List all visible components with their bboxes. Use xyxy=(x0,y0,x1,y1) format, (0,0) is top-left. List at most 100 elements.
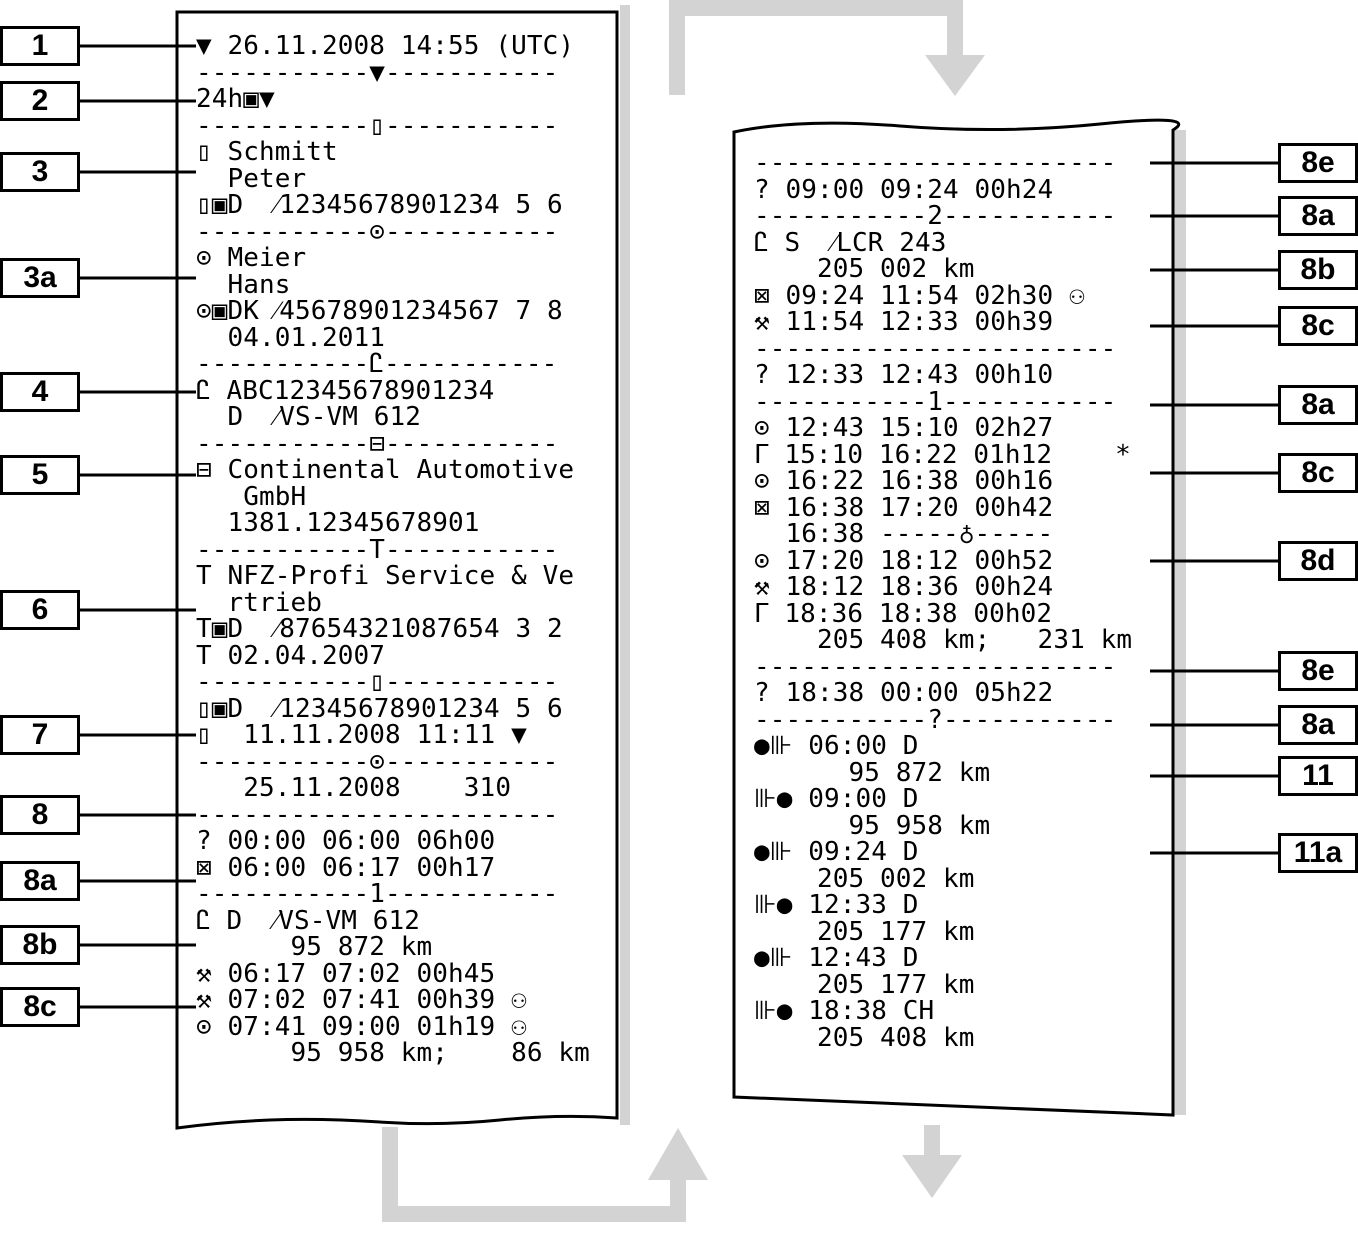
printout_right-line: ⊙ 12:43 15:10 02h27 xyxy=(754,413,1054,443)
printout_left-line: ⊠ 06:00 06:17 00h17 xyxy=(196,852,496,883)
printout_right-line: -----------1----------- xyxy=(754,386,1117,417)
printout_right-line: ? 18:38 00:00 05h22 xyxy=(754,678,1054,708)
printout_left-line: -----------⊙----------- xyxy=(196,216,559,247)
callout-right-8e: 8e xyxy=(1278,143,1358,183)
printout_left-line: Peter xyxy=(196,163,307,194)
printout_left-line: ▯▣D ⁄12345678901234 5 6 xyxy=(196,693,563,724)
printout_right-line: ⊙ 16:22 16:38 00h16 xyxy=(754,466,1054,496)
printout_right-line: ●⊪ 12:43 D xyxy=(754,943,919,973)
printout_left-line: -----------▼----------- xyxy=(196,57,559,88)
paper-left xyxy=(175,5,630,1130)
printout_right-line: ? 09:00 09:24 00h24 xyxy=(754,174,1054,205)
printout_right-line: 95 958 km xyxy=(754,810,991,841)
printout_left-line: -----------1----------- xyxy=(196,879,559,909)
callout-right-8c: 8c xyxy=(1278,306,1358,346)
printout_right-line: 205 002 km xyxy=(754,863,975,894)
callout-right-8d: 8d xyxy=(1278,541,1358,581)
flow-arrow-continue-head xyxy=(902,1155,962,1198)
printout_left-line: ▯ 11.11.2008 11:11 ▼ xyxy=(196,720,527,750)
printout_right-line: ⊪● 09:00 D xyxy=(754,784,919,814)
printout_left-line: ▼ 26.11.2008 14:55 (UTC) xyxy=(196,31,575,61)
callout-right-11a: 11a xyxy=(1278,833,1358,873)
printout_right-line: ⊠ 09:24 11:54 02h30 ⚇ xyxy=(754,280,1085,311)
printout_right-line: 205 408 km; 231 km xyxy=(754,625,1133,655)
printout_right-line: 205 177 km xyxy=(754,969,975,1000)
printout_left-line: 95 872 km xyxy=(196,932,433,962)
printout_right-line: ⊪● 12:33 D xyxy=(754,890,919,920)
callout-left-8a: 8a xyxy=(0,861,80,901)
callout-left-7: 7 xyxy=(0,715,80,755)
printout_right-line: Ꮭ S ⁄LCR 243 xyxy=(754,227,947,258)
callout-right-11: 11 xyxy=(1278,756,1358,796)
paper-right xyxy=(732,118,1186,1117)
flow-arrow-top-head xyxy=(925,55,985,96)
flow-arrow-bottom xyxy=(382,1127,686,1222)
printout_right-line: 95 872 km xyxy=(754,757,991,788)
callout-leader-lines xyxy=(80,44,1278,1009)
callout-right-8c: 8c xyxy=(1278,453,1358,493)
printout_left-line: -----------⊙----------- xyxy=(196,746,559,777)
callout-right-8a: 8a xyxy=(1278,385,1358,425)
printout_left-line: 04.01.2011 xyxy=(196,322,386,353)
printout_left-line: T 02.04.2007 xyxy=(196,640,386,671)
printout_left-line: 24h▣▼ xyxy=(196,84,275,114)
printout_right-line: ----------------------- xyxy=(754,333,1117,364)
printout_right-line: ? 12:33 12:43 00h10 xyxy=(754,360,1054,390)
printout_left-line: ? 00:00 06:00 06h00 xyxy=(196,826,496,856)
printout_left-line: Hans xyxy=(196,269,291,300)
printout-left-text: ▼ 26.11.2008 14:55 (UTC)-----------▼----… xyxy=(196,33,590,1067)
printout_left-line: -----------▯----------- xyxy=(196,667,559,697)
callout-left-2: 2 xyxy=(0,81,80,121)
printout_left-line: -----------Ꮭ----------- xyxy=(196,349,558,379)
printout_right-line: ----------------------- xyxy=(754,651,1117,682)
printout_left-line: ⊙ 07:41 09:00 01h19 ⚇ xyxy=(196,1011,527,1042)
printout_left-line: Ꮭ ABC12345678901234 xyxy=(196,375,495,406)
callout-right-8b: 8b xyxy=(1278,250,1358,290)
printout_right-line: ●⊪ 09:24 D xyxy=(754,837,919,867)
printout_right-line: 16:38 -----♁----- xyxy=(754,519,1054,549)
printout-right-text: -----------------------? 09:00 09:24 00h… xyxy=(754,150,1132,1051)
printout_left-line: D ⁄VS-VM 612 xyxy=(196,402,421,432)
printout_left-line: 25.11.2008 310 xyxy=(196,773,512,803)
printout_left-line: 1381.12345678901 xyxy=(196,508,480,538)
printout_left-line: -----------▯----------- xyxy=(196,110,559,141)
printout_left-line: -----------⊟----------- xyxy=(196,428,559,459)
callout-left-3a: 3a xyxy=(0,258,80,298)
printout_left-line: ⊙ Meier xyxy=(196,243,307,273)
printout_right-line: ⊙ 17:20 18:12 00h52 xyxy=(754,545,1054,576)
printout_left-line: GmbH xyxy=(196,481,307,512)
flow-arrows xyxy=(382,0,985,1222)
printout_right-line: -----------2----------- xyxy=(754,201,1117,231)
callout-left-8: 8 xyxy=(0,795,80,835)
printout_left-line: ----------------------- xyxy=(196,799,559,830)
printout_right-line: ⊪● 18:38 CH xyxy=(754,996,935,1026)
printout_left-line: rtrieb xyxy=(196,587,323,618)
printout_left-line: ⊙▣DK ⁄45678901234567 7 8 xyxy=(196,296,563,326)
printout_right-line: ●⊪ 06:00 D xyxy=(754,731,919,761)
printout_right-line: 205 408 km xyxy=(754,1022,975,1053)
callout-left-5: 5 xyxy=(0,455,80,495)
callout-left-4: 4 xyxy=(0,372,80,412)
callout-right-8e: 8e xyxy=(1278,651,1358,691)
printout_left-line: Ꮭ D ⁄VS-VM 612 xyxy=(196,905,420,936)
printout_left-line: ▯▣D ⁄12345678901234 5 6 xyxy=(196,190,563,220)
callout-left-6: 6 xyxy=(0,590,80,630)
printout_right-line: -----------?----------- xyxy=(754,704,1117,735)
printout_right-line: ᒥ 18:36 18:38 00h02 xyxy=(754,598,1053,629)
printout_left-line: ⊟ Continental Automotive xyxy=(196,455,575,485)
printout_left-line: ⚒ 06:17 07:02 00h45 xyxy=(196,958,496,989)
printout_right-line: ⊠ 16:38 17:20 00h42 xyxy=(754,492,1054,523)
callout-left-1: 1 xyxy=(0,26,80,66)
printout_right-line: ----------------------- xyxy=(754,148,1117,178)
printout_right-line: ᒥ 15:10 16:22 01h12 * xyxy=(754,439,1131,470)
callout-left-8c: 8c xyxy=(0,987,80,1027)
flow-arrow-bottom-head xyxy=(648,1128,708,1180)
printout_right-line: ⚒ 11:54 12:33 00h39 xyxy=(754,307,1054,337)
printout_left-line: ⚒ 07:02 07:41 00h39 ⚇ xyxy=(196,985,527,1015)
printout_left-line: T NFZ-Profi Service & Ve xyxy=(196,561,575,591)
printout_left-line: -----------T----------- xyxy=(196,534,559,565)
printout_left-line: T▣D ⁄87654321087654 3 2 xyxy=(196,614,563,644)
callout-right-8a: 8a xyxy=(1278,196,1358,236)
callout-left-8b: 8b xyxy=(0,925,80,965)
